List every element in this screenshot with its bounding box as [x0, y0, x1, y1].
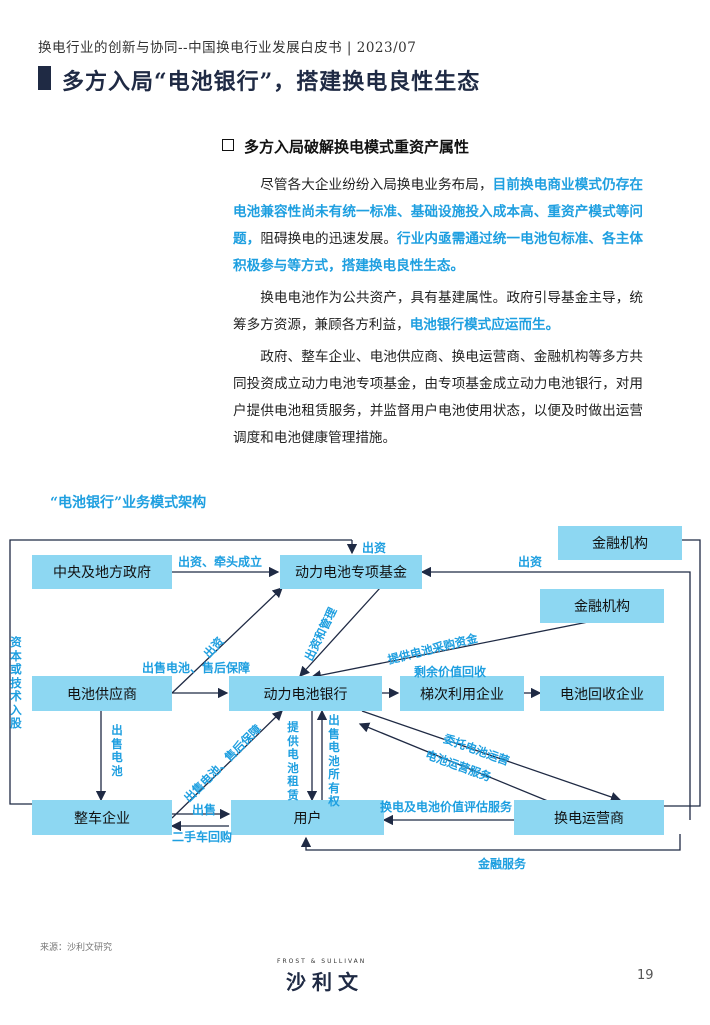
source-note: 来源：沙利文研究 [40, 943, 113, 953]
label-invest-top: 出资 [362, 541, 387, 555]
arrow-fund-bank [299, 587, 381, 677]
label-sell-battery: 出售电池 [111, 723, 123, 778]
arrow-supplier-fund [171, 587, 283, 694]
node-oem: 整车企业 [32, 800, 172, 835]
page-header: 换电行业的创新与协同--中国换电行业发展白皮书 | 2023/07 [38, 40, 417, 56]
node-finance-2: 金融机构 [540, 589, 664, 623]
arrow-supplier-user [171, 710, 283, 819]
label-invest-right: 出资 [518, 555, 543, 569]
title-marker [38, 66, 51, 90]
node-recycle: 电池回收企业 [540, 676, 664, 711]
arrow-right-outer [560, 539, 701, 807]
arrow-finance-service [300, 834, 681, 851]
label-swap-eval: 换电及电池价值评估服务 [380, 800, 513, 814]
arrow-operator-bank [358, 722, 561, 807]
node-bank: 动力电池银行 [229, 676, 382, 711]
checkbox-icon [222, 139, 234, 151]
section-subtitle-text: 多方入局破解换电模式重资产属性 [244, 138, 470, 156]
arrow-finance-bank [310, 621, 589, 681]
node-fund: 动力电池专项基金 [280, 555, 422, 589]
label-lease: 提供电池租赁 [287, 720, 299, 802]
paragraph-2: 换电电池作为公共资产，具有基建属性。政府引导基金主导，统筹多方资源，兼顾各方利益… [233, 285, 643, 339]
label-supplier-bank: 出售电池、售后保障 [142, 661, 251, 675]
label-oem-user-sell: 出售 [192, 803, 217, 817]
diagram-title: “电池银行”业务模式架构 [50, 495, 207, 511]
label-gov-fund: 出资、牵头成立 [178, 555, 263, 569]
label-finance-service: 金融服务 [478, 857, 527, 871]
p2-b: 电池银行模式应运而生。 [409, 317, 560, 333]
p3-text: 政府、整车企业、电池供应商、换电运营商、金融机构等多方共同投资成立动力电池专项基… [233, 349, 643, 446]
page-title: 多方入局“电池银行”，搭建换电良性生态 [62, 69, 481, 95]
p1-d: 行业内亟需通过统一电池包标准、各主体积极参与等方式，搭建换电良性生态。 [233, 231, 644, 274]
logo: 沙利文 [286, 970, 364, 994]
arrow-finance-fund [420, 566, 691, 820]
logo-subtitle: FROST & SULLIVAN [277, 958, 367, 965]
p1-c: 阻碍换电的迅速发展。 [260, 231, 398, 247]
arrow-bank-operator [361, 710, 622, 802]
node-finance-1: 金融机构 [558, 526, 682, 560]
p1-b: 目前换电商业模式仍存在电池兼容性尚未有统一标准、基础设施投入成本高、重资产模式等… [233, 177, 644, 247]
paragraph-1: 尽管各大企业纷纷入局换电业务布局，目前换电商业模式仍存在电池兼容性尚未有统一标准… [233, 172, 643, 280]
p2-a: 换电电池作为公共资产，具有基建属性。政府引导基金主导，统筹多方资源，兼顾各方利益… [233, 290, 643, 333]
label-ownership: 出售电池所有权 [328, 713, 340, 808]
paragraph-3: 政府、整车企业、电池供应商、换电运营商、金融机构等多方共同投资成立动力电池专项基… [233, 344, 643, 452]
node-cascade: 梯次利用企业 [400, 676, 524, 711]
label-capital-left: 资本或技术入股 [10, 635, 22, 730]
label-residual: 剩余价值回收 [414, 665, 487, 679]
node-gov: 中央及地方政府 [32, 555, 172, 589]
section-subtitle: 多方入局破解换电模式重资产属性 [222, 136, 469, 157]
node-operator: 换电运营商 [514, 800, 664, 835]
p1-a: 尽管各大企业纷纷入局换电业务布局， [260, 177, 493, 193]
page-number: 19 [637, 968, 654, 983]
node-supplier: 电池供应商 [32, 676, 172, 711]
arrow-loop-left [9, 539, 280, 805]
label-used-car: 二手车回购 [172, 830, 233, 844]
node-user: 用户 [231, 800, 384, 835]
